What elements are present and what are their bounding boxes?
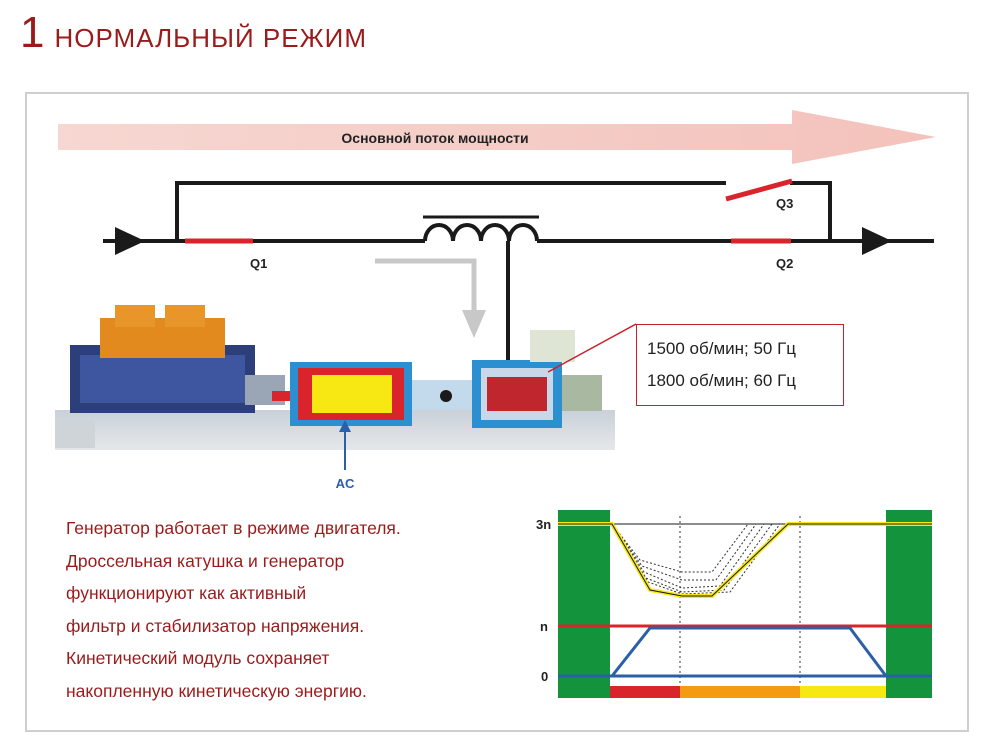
graph-band-yellow xyxy=(800,686,886,698)
diagram-frame xyxy=(25,92,969,732)
speed-line-50hz: 1500 об/мин; 50 Гц xyxy=(647,339,797,358)
graph-band-red xyxy=(610,686,680,698)
switch-q3 xyxy=(725,178,793,202)
generator-rotor xyxy=(487,377,547,411)
choke-coil-icon xyxy=(423,215,539,242)
graph-green-right xyxy=(886,510,932,698)
graph-band-orange xyxy=(680,686,800,698)
flow-label: Основной поток мощности xyxy=(341,130,528,146)
description-line: функционируют как активный xyxy=(66,583,307,603)
graph-green-left xyxy=(558,510,610,698)
page-title: 1 НОРМАЛЬНЫЙ РЕЖИМ xyxy=(20,8,367,58)
coupling-icon xyxy=(440,390,452,402)
ac-label: AC xyxy=(336,476,355,491)
graph-dotted-curves xyxy=(611,523,781,595)
description-line: фильтр и стабилизатор напряжения. xyxy=(66,615,365,636)
graph-label-3n: 3n xyxy=(536,517,551,532)
power-flow-arrow xyxy=(58,110,936,164)
graph-energy-curve xyxy=(558,626,932,678)
speed-info-box: 1500 об/мин; 50 Гц 1800 об/мин; 60 Гц xyxy=(636,324,844,406)
q1-label: Q1 xyxy=(250,256,267,271)
page-heading: НОРМАЛЬНЫЙ РЕЖИМ xyxy=(54,23,367,53)
q2-label: Q2 xyxy=(776,256,793,271)
graph-label-0: 0 xyxy=(541,669,548,684)
ac-pointer xyxy=(339,420,351,470)
description-line: Дроссельная катушка и генератор xyxy=(66,550,345,571)
kinetic-module-core xyxy=(312,375,392,413)
graph-speed-curve-outline xyxy=(558,523,932,597)
output-arrow-icon xyxy=(862,227,892,255)
generator-terminal-box xyxy=(530,330,575,362)
callout-line xyxy=(547,323,637,373)
generator-endcap xyxy=(562,375,602,411)
page-number: 1 xyxy=(20,8,45,57)
input-arrow-icon xyxy=(115,227,145,255)
description-text: Генератор работает в режиме двигателя. Д… xyxy=(66,512,526,707)
gray-flow-arrow xyxy=(375,258,486,338)
description-line: накопленную кинетическую энергию. xyxy=(66,680,367,701)
speed-graph xyxy=(558,510,932,698)
q3-label: Q3 xyxy=(776,196,793,211)
graph-speed-curve xyxy=(558,522,932,598)
graph-label-n: n xyxy=(540,619,548,634)
description-line: Генератор работает в режиме двигателя. xyxy=(66,518,401,538)
description-line: Кинетический модуль сохраняет xyxy=(66,648,330,668)
speed-line-60hz: 1800 об/мин; 60 Гц xyxy=(647,371,797,390)
